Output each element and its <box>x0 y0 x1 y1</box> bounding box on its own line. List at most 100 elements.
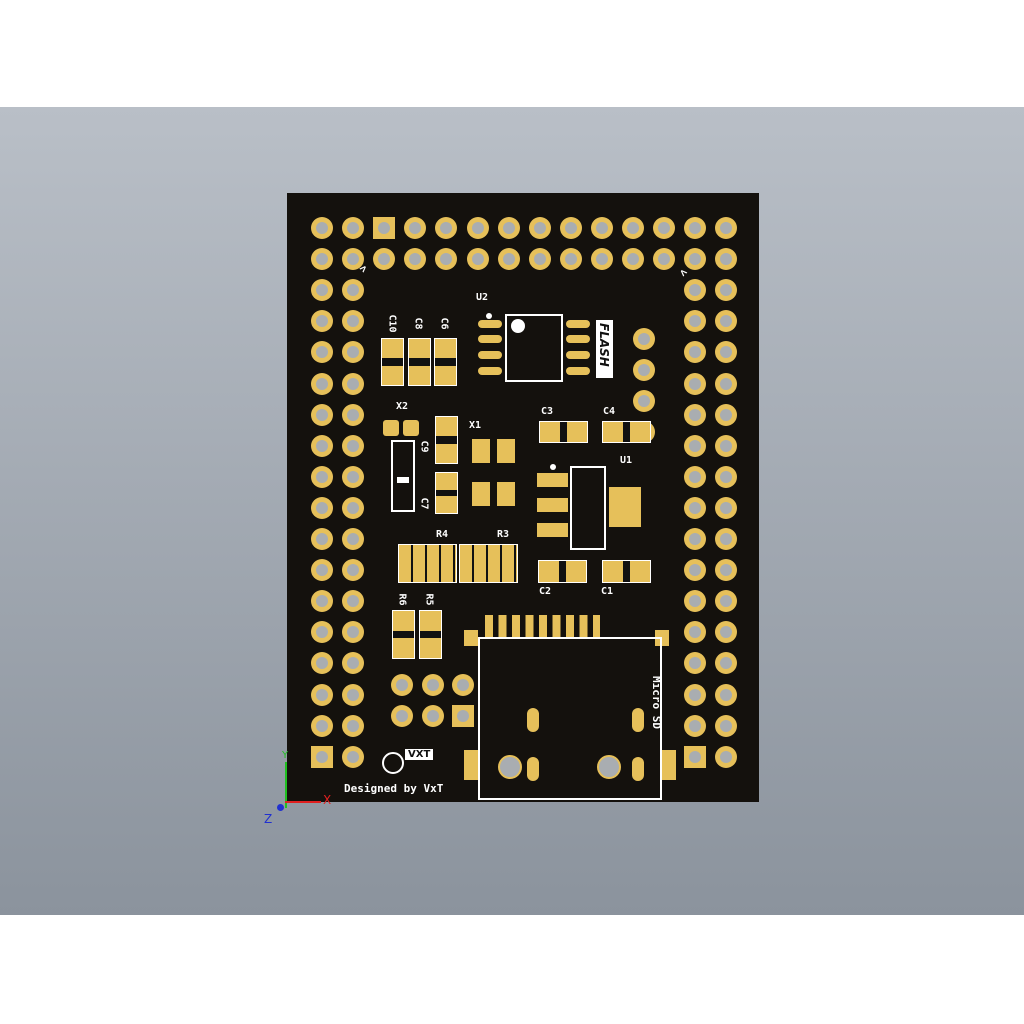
header-pad[interactable] <box>466 217 489 239</box>
header-pad[interactable] <box>342 310 365 333</box>
header-pad[interactable] <box>404 217 427 239</box>
capacitor-c9[interactable] <box>435 416 458 464</box>
header-pad[interactable] <box>715 465 738 488</box>
header-pad[interactable] <box>404 248 427 270</box>
header-pad[interactable] <box>311 465 333 488</box>
header-pad[interactable] <box>684 465 707 488</box>
header-pad[interactable] <box>684 590 707 613</box>
header-pad[interactable] <box>342 590 365 613</box>
header-pad[interactable] <box>342 528 365 550</box>
header-pad[interactable] <box>715 559 738 582</box>
header-pad[interactable] <box>311 496 333 519</box>
header-pad[interactable] <box>684 683 707 706</box>
capacitor-c3[interactable] <box>539 421 588 443</box>
header-pad[interactable] <box>684 621 707 644</box>
resistor-r6[interactable] <box>392 610 415 659</box>
header-pad[interactable] <box>622 217 644 239</box>
header-pad[interactable] <box>715 217 738 239</box>
header-pad[interactable] <box>684 248 707 270</box>
header-pad[interactable] <box>590 248 613 270</box>
header-pad[interactable] <box>684 279 707 302</box>
pcb-board[interactable] <box>287 193 759 802</box>
header-pad[interactable] <box>311 248 333 270</box>
capacitor-c10[interactable] <box>381 338 404 386</box>
header-pad[interactable] <box>373 217 396 239</box>
header-pad[interactable] <box>311 590 333 613</box>
header-pad[interactable] <box>684 372 707 395</box>
header-pad[interactable] <box>684 714 707 737</box>
header-pad[interactable] <box>466 248 489 270</box>
capacitor-c6[interactable] <box>434 338 457 386</box>
header-pad[interactable] <box>311 528 333 550</box>
header-pad[interactable] <box>342 465 365 488</box>
header-pad[interactable] <box>342 683 365 706</box>
capacitor-c7[interactable] <box>435 472 458 514</box>
header-pad[interactable] <box>373 248 396 270</box>
header-pad[interactable] <box>311 434 333 457</box>
header-pad[interactable] <box>715 372 738 395</box>
header-pad[interactable] <box>311 683 333 706</box>
capacitor-c4[interactable] <box>602 421 651 443</box>
header-pad[interactable] <box>342 559 365 582</box>
header-pad[interactable] <box>715 434 738 457</box>
header-pad[interactable] <box>311 372 333 395</box>
header-pad[interactable] <box>633 359 655 381</box>
header-pad[interactable] <box>715 403 738 426</box>
header-pad[interactable] <box>715 714 738 737</box>
header-pad[interactable] <box>421 674 444 696</box>
header-pad[interactable] <box>342 279 365 302</box>
header-pad[interactable] <box>311 341 333 364</box>
header-pad[interactable] <box>311 559 333 582</box>
header-pad[interactable] <box>715 652 738 675</box>
header-pad[interactable] <box>622 248 644 270</box>
header-pad[interactable] <box>715 496 738 519</box>
header-pad[interactable] <box>435 248 458 270</box>
header-pad[interactable] <box>715 590 738 613</box>
header-pad[interactable] <box>311 310 333 333</box>
header-pad[interactable] <box>559 217 582 239</box>
header-pad[interactable] <box>391 674 413 696</box>
header-pad[interactable] <box>528 217 551 239</box>
header-pad[interactable] <box>715 745 738 768</box>
capacitor-c2[interactable] <box>538 560 587 583</box>
header-pad[interactable] <box>452 674 474 696</box>
regulator-u1[interactable] <box>570 466 606 550</box>
header-pad[interactable] <box>452 705 474 727</box>
microsd-socket[interactable] <box>478 637 662 800</box>
header-pad[interactable] <box>342 372 365 395</box>
header-pad[interactable] <box>342 745 365 768</box>
header-pad[interactable] <box>342 652 365 675</box>
header-pad[interactable] <box>684 496 707 519</box>
header-pad[interactable] <box>653 248 676 270</box>
header-pad[interactable] <box>715 683 738 706</box>
header-pad[interactable] <box>342 714 365 737</box>
capacitor-c1[interactable] <box>602 560 651 583</box>
header-pad[interactable] <box>391 705 413 727</box>
header-pad[interactable] <box>497 217 520 239</box>
header-pad[interactable] <box>311 403 333 426</box>
capacitor-c8[interactable] <box>408 338 431 386</box>
header-pad[interactable] <box>684 310 707 333</box>
header-pad[interactable] <box>311 217 333 239</box>
header-pad[interactable] <box>715 279 738 302</box>
header-pad[interactable] <box>421 705 444 727</box>
header-pad[interactable] <box>684 341 707 364</box>
header-pad[interactable] <box>342 403 365 426</box>
header-pad[interactable] <box>559 248 582 270</box>
header-pad[interactable] <box>684 403 707 426</box>
resistor-r5[interactable] <box>419 610 442 659</box>
header-pad[interactable] <box>342 341 365 364</box>
header-pad[interactable] <box>715 310 738 333</box>
header-pad[interactable] <box>435 217 458 239</box>
header-pad[interactable] <box>342 434 365 457</box>
header-pad[interactable] <box>311 621 333 644</box>
header-pad[interactable] <box>633 328 655 350</box>
header-pad[interactable] <box>684 528 707 550</box>
ic-u2[interactable] <box>505 314 563 382</box>
header-pad[interactable] <box>684 652 707 675</box>
header-pad[interactable] <box>342 248 365 270</box>
header-pad[interactable] <box>528 248 551 270</box>
header-pad[interactable] <box>653 217 676 239</box>
header-pad[interactable] <box>684 434 707 457</box>
header-pad[interactable] <box>633 390 655 412</box>
